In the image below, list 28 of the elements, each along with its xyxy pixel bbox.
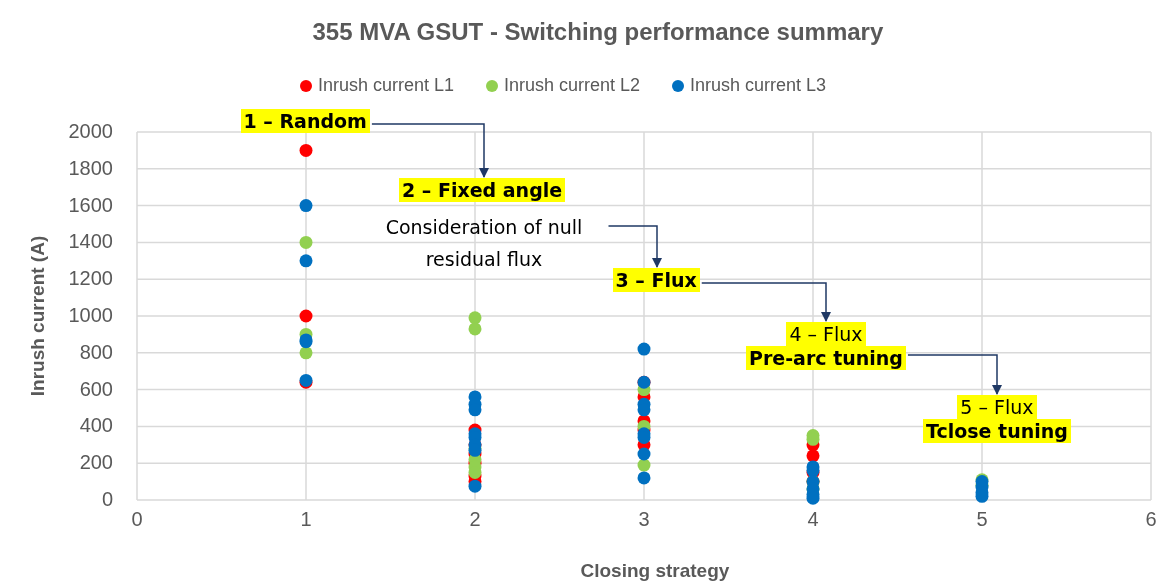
annotation-label: 5 – Flux [957,395,1037,419]
tick-label: 400 [79,414,113,438]
axis-title: Inrush current (A) [27,235,50,397]
tick-label: 4 [807,508,819,531]
tick-label: 1600 [68,193,113,217]
axis-title: Closing strategy [580,560,730,582]
annotation-label: 4 – Flux [786,322,866,346]
tick-label: 1800 [68,156,113,180]
legend-label: Inrush current L3 [690,75,827,96]
chart-title: 355 MVA GSUT - Switching performance summary [312,18,884,46]
tick-label: 1400 [68,230,113,254]
legend-label: Inrush current L2 [504,75,641,96]
tick-label: 6 [1145,508,1157,531]
tick-label: 0 [131,508,143,531]
tick-label: 2 [469,508,481,531]
annotation-label: Tclose tuning [923,419,1071,443]
annotation-label: Pre-arc tuning [746,346,906,370]
tick-label: 1000 [68,304,113,327]
tick-label: 200 [79,451,113,475]
tick-label: 2000 [68,120,113,143]
legend-label: Inrush current L1 [318,75,455,96]
tick-label: 800 [79,340,113,364]
tick-label: 600 [79,377,113,401]
tick-label: 1200 [68,267,113,291]
tick-label: 0 [101,488,113,511]
tick-label: 5 [976,508,988,531]
tick-label: 1 [300,508,312,531]
tick-label: 3 [638,508,650,531]
